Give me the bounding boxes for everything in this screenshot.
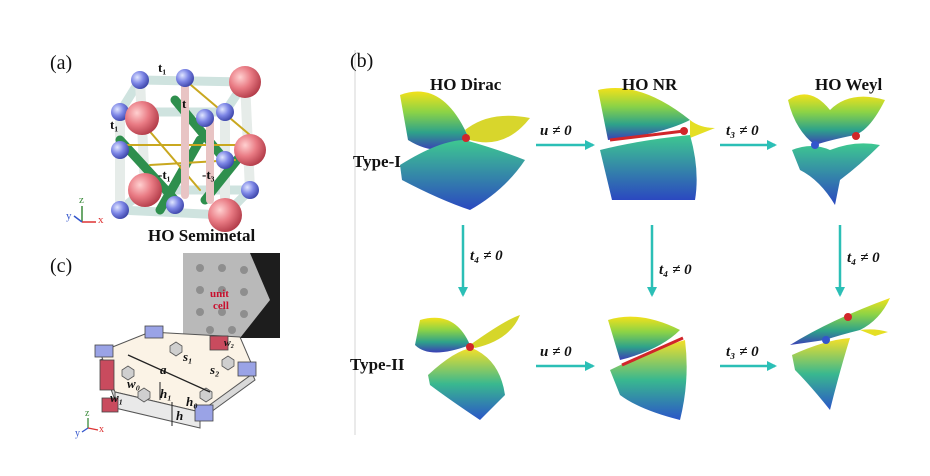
row-label-type-i: Type-I [353,152,401,171]
arrow-label-t4-right: t₄ ≠ 0 [847,250,880,266]
dim-w2: w₂ [224,338,235,349]
axis-z-label-c: z [85,408,90,419]
axis-y-label-c: y [75,428,80,439]
dim-h0: h₀ [186,394,198,409]
lattice-structure [111,66,266,232]
hopping-label-4: -t₁ [158,167,171,182]
hopping-label-3: t₁ [110,117,119,132]
band-surface-typeII-dirac [415,315,520,420]
arrow-label-t4-mid: t₄ ≠ 0 [659,262,692,278]
band-surface-typeI-nr [598,88,715,200]
band-surface-typeI-dirac [400,91,530,210]
hopping-label-5: -t₃ [202,167,215,182]
axis-triad-c [81,418,99,433]
arrow-label-t3-top: t₃ ≠ 0 [726,123,759,139]
arrow-label-t3-bottom: t₃ ≠ 0 [726,344,759,360]
inset-label-unit: unit [210,288,229,300]
axis-triad-a [73,206,96,223]
hexagon-unit-cell [94,325,257,429]
dim-a: a [160,362,167,377]
panel-a-caption: HO Semimetal [148,226,256,245]
hopping-label-1: t₁ [158,60,167,75]
hopping-label-2: t [182,96,187,111]
column-header-dirac: HO Dirac [430,75,502,94]
column-header-nr: HO NR [622,75,678,94]
dim-w1: w₁ [110,390,124,405]
inset-label-cell: cell [213,300,229,312]
dim-h: h [176,408,184,423]
band-surface-typeII-nr [608,316,687,420]
dim-s1: s₁ [183,349,193,364]
arrow-label-u-bottom: u ≠ 0 [540,344,572,360]
panel-b-label: (b) [350,50,374,72]
column-header-weyl: HO Weyl [815,75,883,94]
arrow-label-t4-left: t₄ ≠ 0 [470,248,503,264]
arrow-label-u-top: u ≠ 0 [540,123,572,139]
inset-photo [183,253,280,338]
dim-h1: h₁ [160,386,172,401]
axis-z-label-a: z [79,194,84,206]
dim-s2: s₂ [210,362,220,377]
panel-c-label: (c) [50,255,73,277]
band-surface-typeI-weyl [788,94,885,205]
band-surface-typeII-weyl [790,298,890,410]
dim-w0: w₀ [127,376,141,391]
arrows [458,140,845,371]
row-label-type-ii: Type-II [350,355,405,374]
panel-a-label: (a) [50,52,73,74]
axis-x-label-a: x [98,214,104,226]
axis-x-label-c: x [99,424,104,435]
axis-y-label-a: y [66,210,72,222]
